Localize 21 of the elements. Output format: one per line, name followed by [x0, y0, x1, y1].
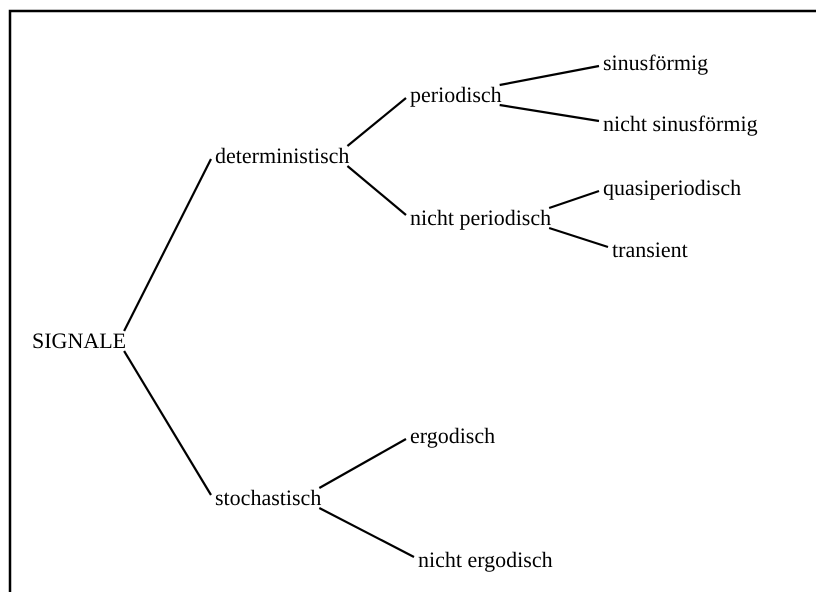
connector-line: [346, 97, 407, 147]
node-label: stochastisch: [215, 486, 322, 510]
connector-line: [499, 64, 600, 86]
connector-line: [499, 104, 600, 122]
node-label: quasiperiodisch: [603, 176, 742, 200]
node-label: nicht sinusförmig: [603, 112, 758, 136]
node-label: sinusförmig: [603, 51, 708, 75]
node-label: deterministisch: [215, 144, 350, 168]
connector-line: [318, 507, 414, 558]
node-label: nicht ergodisch: [418, 548, 553, 572]
node-label: periodisch: [410, 83, 502, 107]
connector-line: [123, 158, 212, 332]
node-label: transient: [612, 238, 688, 262]
connector-line: [346, 165, 407, 216]
connector-line: [123, 350, 212, 496]
node-label: ergodisch: [410, 424, 496, 448]
node-label: SIGNALE: [32, 329, 126, 353]
connector-line: [318, 438, 407, 489]
connector-line: [548, 226, 608, 248]
node-label: nicht periodisch: [410, 206, 552, 230]
connector-line: [548, 190, 600, 210]
